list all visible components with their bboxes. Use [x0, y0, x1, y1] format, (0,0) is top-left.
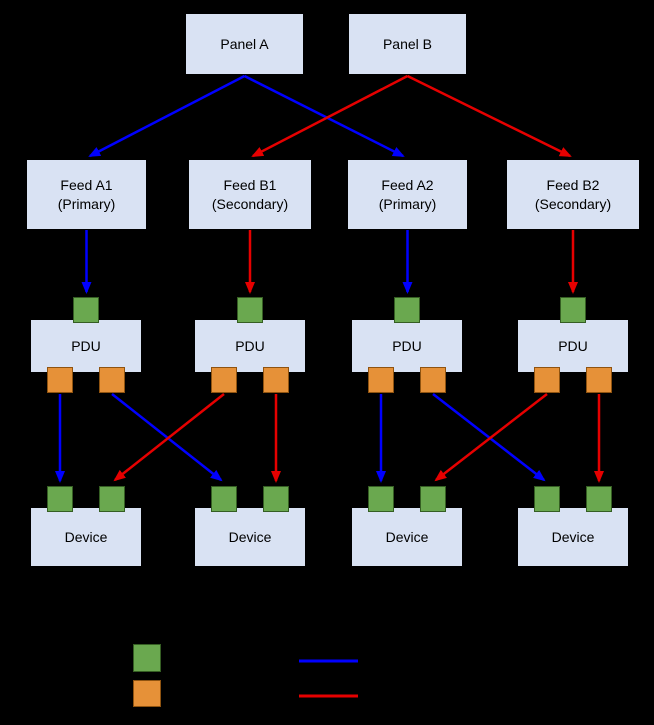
pdu-3-output-port-right-icon: [420, 367, 446, 393]
device-3-input-port-left-icon: [368, 486, 394, 512]
arrow-panel-b-to-feed-b1: [251, 74, 409, 158]
pdu-4-node: PDU: [518, 320, 628, 372]
device-4-input-port-right-icon: [586, 486, 612, 512]
device-1-input-port-right-icon: [99, 486, 125, 512]
legend-input-port-swatch-icon: [133, 644, 161, 672]
device-4-node: Device: [518, 508, 628, 566]
pdu-2-output-port-left-icon: [211, 367, 237, 393]
pdu-2-input-port-icon: [237, 297, 263, 323]
device-1-input-port-left-icon: [47, 486, 73, 512]
pdu-2-label: PDU: [235, 337, 265, 354]
device-2-node: Device: [195, 508, 305, 566]
feed-a2-node: Feed A2 (Primary): [348, 160, 467, 229]
feed-b2-node: Feed B2 (Secondary): [507, 160, 639, 229]
pdu-1-node: PDU: [31, 320, 141, 372]
arrow-panel-a-to-feed-a1: [88, 74, 246, 158]
pdu-3-input-port-icon: [394, 297, 420, 323]
feed-a1-role: (Primary): [57, 195, 116, 212]
pdu-3-output-port-left-icon: [368, 367, 394, 393]
device-3-input-port-right-icon: [420, 486, 446, 512]
arrow-pdu-1-to-device-2: [111, 393, 223, 482]
pdu-1-input-port-icon: [73, 297, 99, 323]
feed-a1-label: Feed A1: [60, 177, 113, 194]
arrow-panel-a-to-feed-a2: [243, 74, 405, 158]
pdu-2-output-port-right-icon: [263, 367, 289, 393]
device-3-label: Device: [385, 528, 429, 545]
feed-b1-role: (Secondary): [211, 195, 289, 212]
feed-a2-role: (Primary): [378, 195, 437, 212]
panel-a-label: Panel A: [220, 35, 269, 52]
feed-b2-label: Feed B2: [546, 177, 600, 194]
device-1-node: Device: [31, 508, 141, 566]
feed-b1-label: Feed B1: [223, 177, 277, 194]
panel-b-node: Panel B: [349, 14, 466, 74]
arrow-pdu-3-to-device-4: [432, 393, 546, 482]
device-2-input-port-right-icon: [263, 486, 289, 512]
feed-b1-node: Feed B1 (Secondary): [189, 160, 311, 229]
arrow-pdu-4-to-device-3: [434, 393, 548, 482]
pdu-4-label: PDU: [558, 337, 588, 354]
pdu-3-node: PDU: [352, 320, 462, 372]
device-4-label: Device: [551, 528, 595, 545]
panel-a-node: Panel A: [186, 14, 303, 74]
pdu-4-input-port-icon: [560, 297, 586, 323]
pdu-1-output-port-left-icon: [47, 367, 73, 393]
pdu-4-output-port-right-icon: [586, 367, 612, 393]
device-2-label: Device: [228, 528, 272, 545]
feed-a1-node: Feed A1 (Primary): [27, 160, 146, 229]
arrow-pdu-2-to-device-1: [113, 393, 225, 482]
pdu-1-output-port-right-icon: [99, 367, 125, 393]
device-1-label: Device: [64, 528, 108, 545]
device-4-input-port-left-icon: [534, 486, 560, 512]
pdu-1-label: PDU: [71, 337, 101, 354]
device-2-input-port-left-icon: [211, 486, 237, 512]
pdu-4-output-port-left-icon: [534, 367, 560, 393]
pdu-3-label: PDU: [392, 337, 422, 354]
device-3-node: Device: [352, 508, 462, 566]
panel-b-label: Panel B: [382, 35, 433, 52]
feed-b2-role: (Secondary): [534, 195, 612, 212]
legend-output-port-swatch-icon: [133, 680, 161, 707]
feed-a2-label: Feed A2: [381, 177, 434, 194]
arrow-panel-b-to-feed-b2: [406, 74, 572, 158]
pdu-2-node: PDU: [195, 320, 305, 372]
